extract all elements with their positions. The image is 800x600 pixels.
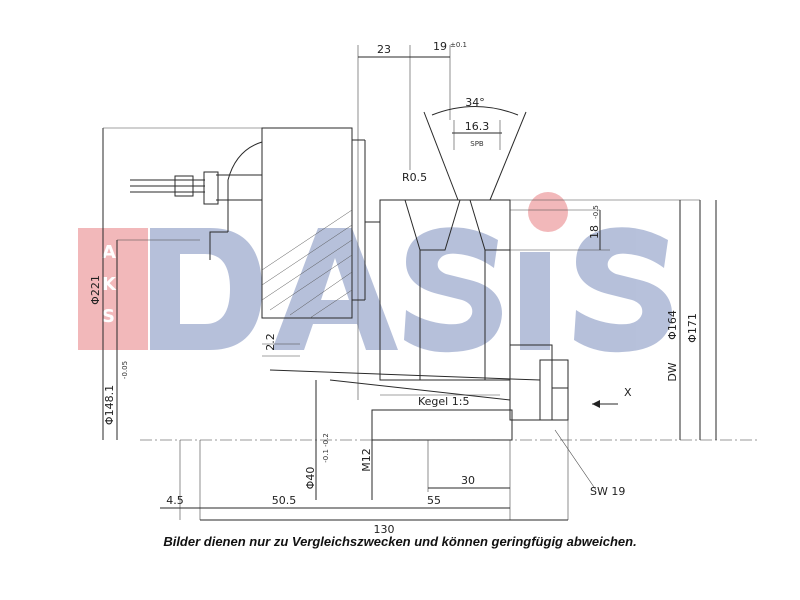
dim-55: 55 bbox=[427, 494, 441, 507]
dim-4-5: 4.5 bbox=[166, 494, 184, 507]
dim-2-2: 2.2 bbox=[264, 333, 277, 351]
disclaimer-caption: Bilder dienen nur zu Vergleichszwecken u… bbox=[163, 534, 637, 549]
dim-diameter-148-1: Φ148.1 bbox=[103, 385, 116, 425]
watermark-letter-i bbox=[520, 252, 550, 350]
dim-30: 30 bbox=[461, 474, 475, 487]
dim-kegel: Kegel 1:5 bbox=[418, 395, 469, 408]
drawing-lines bbox=[102, 45, 760, 521]
dim-40-tolerance: -0.1 -0.2 bbox=[322, 433, 330, 463]
dim-diameter-40: Φ40 bbox=[304, 467, 317, 490]
dim-23: 23 bbox=[377, 43, 391, 56]
watermark-letter-s2 bbox=[574, 227, 672, 353]
dim-angle-34: 34° bbox=[465, 96, 485, 109]
dim-16-3: 16.3 bbox=[465, 120, 490, 133]
dim-50-5: 50.5 bbox=[272, 494, 297, 507]
dim-19: 19 bbox=[433, 40, 447, 53]
dim-r0-5: R0.5 bbox=[402, 171, 427, 184]
dim-18-tolerance: -0.5 bbox=[592, 205, 600, 219]
dim-148-tolerance: -0.05 bbox=[121, 361, 129, 379]
dim-sw19: SW 19 bbox=[590, 485, 625, 498]
dim-dw: DW bbox=[666, 362, 679, 381]
watermark-side-s: S bbox=[102, 306, 115, 327]
dimension-labels: 23 19 ±0.1 34° 16.3 SPB R0.5 18 -0.5 Φ22… bbox=[89, 40, 699, 536]
dim-diameter-221: Φ221 bbox=[89, 275, 102, 305]
dim-diameter-171: Φ171 bbox=[686, 313, 699, 343]
watermark-side-a: A bbox=[102, 242, 116, 263]
dim-18: 18 bbox=[588, 225, 601, 239]
watermark-side-k: K bbox=[102, 274, 117, 295]
watermark-letter-s1 bbox=[404, 227, 502, 353]
watermark-red-block bbox=[78, 228, 148, 350]
watermark: A K S bbox=[78, 192, 672, 353]
dim-19-tolerance: ±0.1 bbox=[450, 41, 467, 49]
dim-diameter-164: Φ164 bbox=[666, 310, 679, 340]
watermark-letter-d bbox=[150, 228, 262, 350]
dim-spb: SPB bbox=[470, 140, 484, 148]
watermark-i-dot bbox=[528, 192, 568, 232]
dim-m12: M12 bbox=[360, 448, 373, 472]
dim-130: 130 bbox=[374, 523, 395, 536]
dim-x-label: X bbox=[624, 386, 632, 399]
watermark-letter-a bbox=[272, 228, 398, 350]
